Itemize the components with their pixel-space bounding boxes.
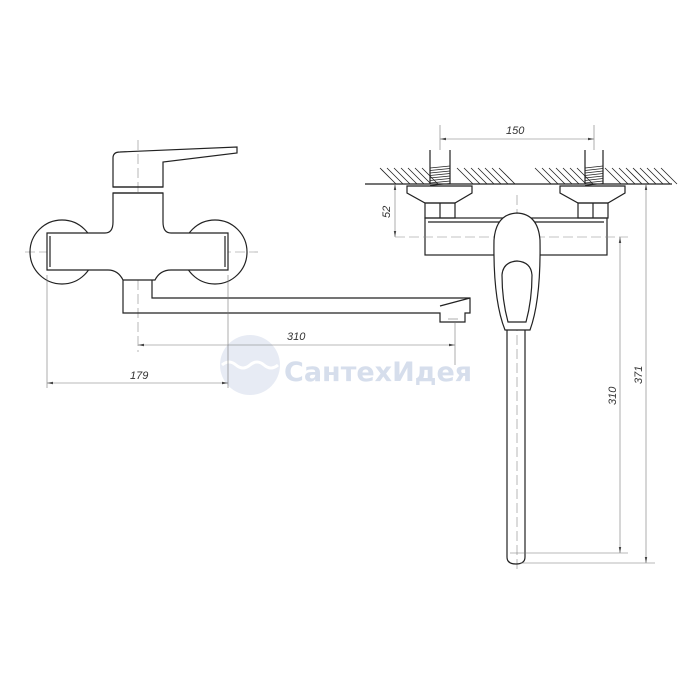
dim-spout-length: 310: [287, 331, 306, 343]
hatch-line: [569, 167, 587, 185]
hatch-line: [548, 167, 566, 185]
thread-line: [584, 168, 604, 171]
thread-line: [429, 175, 451, 179]
thread-line: [584, 175, 604, 179]
hatch-line: [463, 167, 481, 185]
hatch-line: [470, 167, 488, 185]
thread-line: [429, 170, 451, 174]
hatch-line: [477, 167, 495, 185]
thread-line: [584, 180, 604, 184]
hatch-line: [625, 167, 643, 185]
hatch-line: [534, 167, 552, 185]
hatch-line: [639, 167, 657, 185]
lever-handle: [112, 146, 238, 188]
hatch-line: [379, 167, 397, 185]
side-view: 150 52 310 371: [365, 125, 678, 570]
thread-line: [429, 168, 451, 171]
wall-hatching: [379, 167, 678, 185]
thread-line: [584, 183, 604, 186]
hatch-line: [660, 167, 678, 185]
hatch-line: [386, 167, 404, 185]
thread-line: [584, 173, 604, 176]
spout: [122, 280, 471, 323]
thread-line: [584, 178, 604, 181]
dim-wall-offset: 52: [381, 206, 393, 218]
hatch-line: [400, 167, 418, 185]
hatch-line: [407, 167, 425, 185]
dim-total-height: 371: [633, 366, 645, 384]
pipe-threads: [429, 165, 604, 186]
handle-side: [493, 212, 541, 331]
watermark-text: СантехИдея: [284, 357, 472, 388]
hatch-line: [618, 167, 636, 185]
thread-line: [429, 180, 451, 184]
hatch-line: [414, 167, 432, 185]
dim-spout-height: 310: [607, 386, 619, 405]
thread-line: [429, 183, 451, 186]
front-view: 179 310: [25, 140, 471, 388]
thread-line: [429, 165, 451, 169]
thread-line: [584, 170, 604, 174]
hatch-line: [611, 167, 629, 185]
hatch-line: [456, 167, 474, 185]
dim-width: 179: [130, 370, 148, 382]
mixer-body: [46, 192, 229, 281]
hatch-line: [484, 167, 502, 185]
hatch-line: [653, 167, 671, 185]
spout-side: [506, 330, 526, 565]
hatch-line: [562, 167, 580, 185]
thread-line: [429, 178, 451, 181]
thread-line: [429, 173, 451, 176]
hatch-line: [646, 167, 664, 185]
dim-pipe-spacing: 150: [506, 125, 525, 137]
hatch-line: [555, 167, 573, 185]
hatch-line: [498, 167, 516, 185]
hatch-line: [604, 167, 622, 185]
hatch-line: [393, 167, 411, 185]
watermark-logo: СантехИдея: [220, 335, 472, 395]
hatch-line: [632, 167, 650, 185]
hatch-line: [541, 167, 559, 185]
thread-line: [584, 165, 604, 169]
hatch-line: [491, 167, 509, 185]
